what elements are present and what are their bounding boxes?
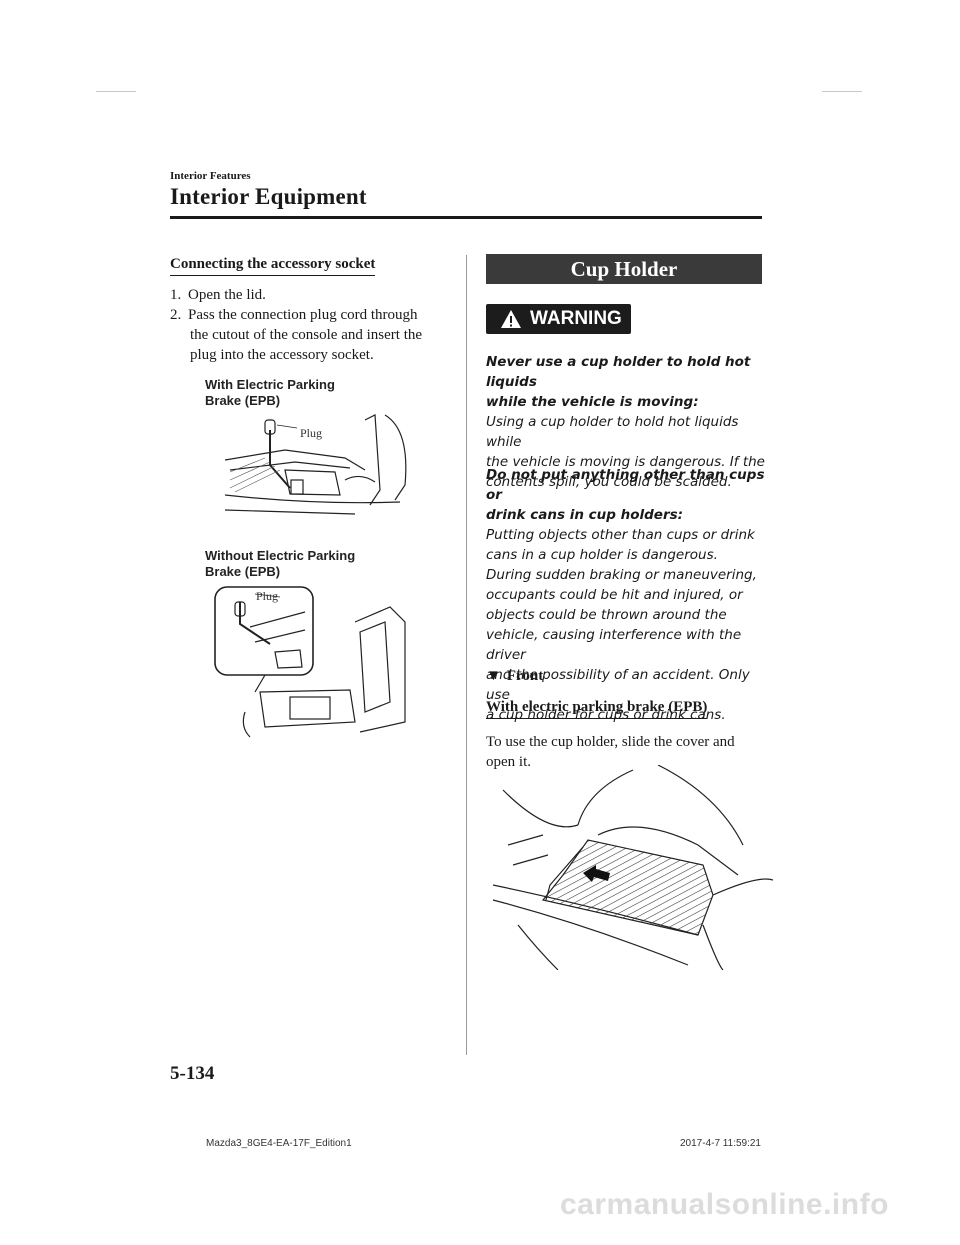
non-epb-console-illustration [214,586,406,738]
epb-console-illustration [225,414,407,515]
cup-holder-illustration [492,765,773,970]
accessory-socket-heading: Connecting the accessory socket [170,255,376,276]
crop-mark [96,91,136,92]
step-2: 2.Pass the connection plug cord through … [170,307,423,363]
crop-mark [822,91,862,92]
title-rule [170,216,762,219]
plug-callout-2: Plug [256,589,279,603]
warning-objects: Do not put anything other than cups or d… [486,467,765,723]
warning-triangle-icon [501,310,521,328]
footer-timestamp: 2017-4-7 11:59:21 [680,1138,761,1149]
cup-holder-heading: Cup Holder [486,254,762,284]
page-title: Interior Equipment [170,184,367,209]
plug-callout-1: Plug [300,426,323,440]
footer-edition: Mazda3_8GE4-EA-17F_Edition1 [206,1138,352,1149]
warning-badge: WARNING [486,304,631,334]
step-1: 1.Open the lid. [170,287,266,303]
figure-1-label: With Electric Parking Brake (EPB) [205,377,335,408]
watermark: carmanualsonline.info [560,1188,889,1221]
down-triangle-icon: ▼ [486,668,501,684]
section-label: Interior Features [170,170,251,182]
epb-subheading: With electric parking brake (EPB) [486,698,708,719]
cup-holder-instructions: To use the cup holder, slide the cover a… [486,734,735,770]
page-number: 5-134 [170,1063,215,1084]
column-divider [466,255,467,1055]
figure-2-label: Without Electric Parking Brake (EPB) [205,548,356,579]
slide-arrow-icon [583,865,610,882]
warning-hot-liquids: Never use a cup holder to hold hot liqui… [486,354,765,490]
front-heading: ▼Front [486,668,544,684]
